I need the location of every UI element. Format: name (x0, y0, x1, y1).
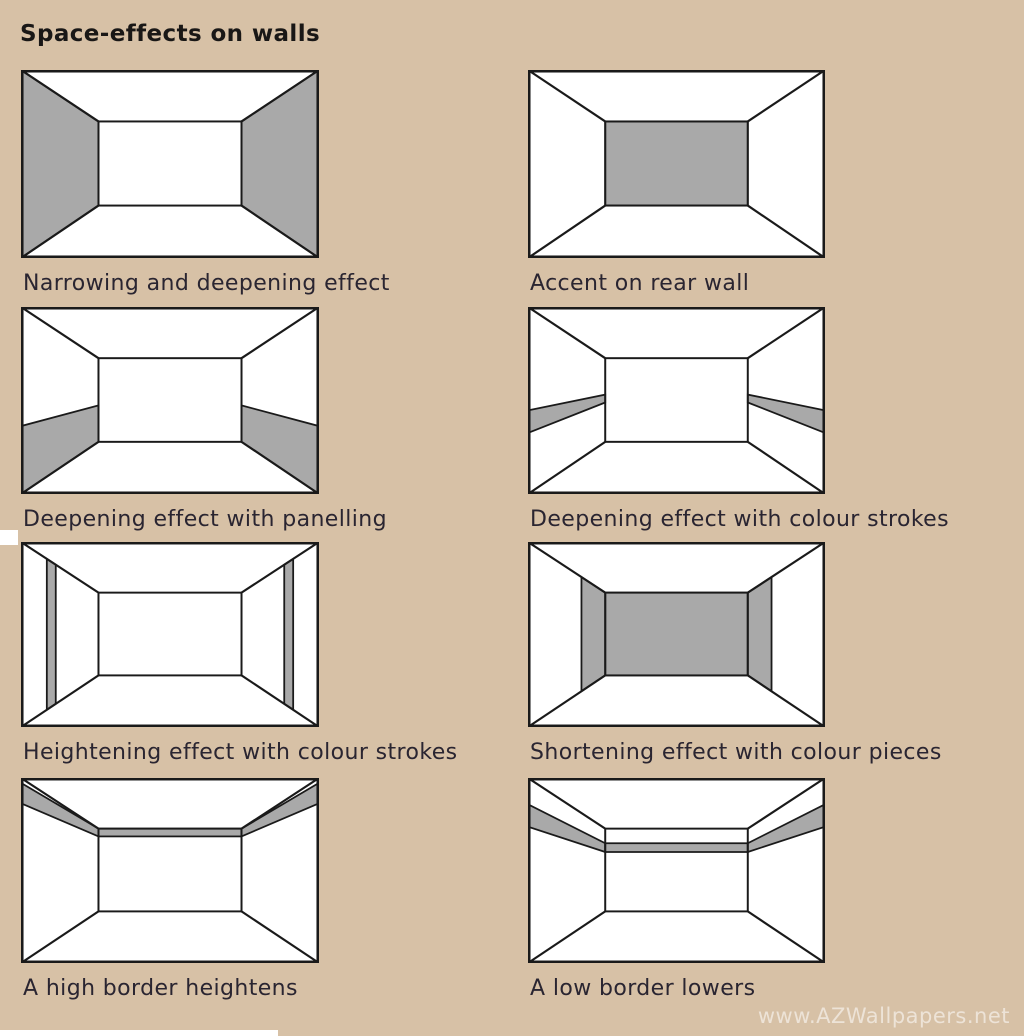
room-frame (21, 778, 319, 963)
diagram-caption: A low border lowers (530, 976, 756, 1001)
room-drawing-high-border (21, 778, 319, 963)
rear-wall-low-border-shade (604, 842, 749, 853)
diagram-caption: Heightening effect with colour strokes (23, 740, 458, 765)
room-frame (528, 70, 825, 258)
rear-wall (97, 827, 243, 913)
rear-wall-shade (604, 120, 749, 207)
room-background (21, 778, 319, 963)
room-drawing-accent-rear-wall (528, 70, 825, 258)
diagram-caption: Shortening effect with colour pieces (530, 740, 942, 765)
rear-wall (97, 591, 243, 677)
rear-wall-shade (604, 591, 749, 677)
left-wall-rear-piece-shade (580, 575, 607, 693)
room-diagram-accent-rear-wall: Accent on rear wall (528, 70, 825, 297)
rear-wall (604, 357, 749, 443)
watermark-text: www.AZWallpapers.net (757, 1004, 1010, 1028)
room-background (21, 542, 319, 727)
right-wall-vertical-stripe-shade (283, 557, 295, 712)
rear-wall (604, 591, 749, 677)
room-drawing-heightening-colour-strokes (21, 542, 319, 727)
room-diagram-narrowing-deepening: Narrowing and deepening effect (21, 70, 390, 297)
room-drawing-shortening-colour-pieces (528, 542, 825, 727)
left-edge-white-artifact (0, 530, 18, 545)
right-wall-rear-piece-shade (746, 575, 773, 693)
room-frame (528, 307, 825, 494)
rear-wall (604, 827, 749, 913)
diagram-caption: A high border heightens (23, 976, 298, 1001)
rear-wall (97, 357, 243, 443)
diagram-caption: Accent on rear wall (530, 271, 750, 296)
diagram-caption: Narrowing and deepening effect (23, 271, 390, 296)
room-background (21, 307, 319, 494)
room-frame (528, 778, 825, 963)
rear-wall (604, 120, 749, 207)
room-frame (528, 542, 825, 727)
room-diagram-heightening-colour-strokes: Heightening effect with colour strokes (21, 542, 458, 766)
room-diagram-low-border: A low border lowers (528, 778, 825, 1002)
room-diagram-deepening-colour-strokes: Deepening effect with colour strokes (528, 307, 949, 533)
room-diagram-high-border: A high border heightens (21, 778, 319, 1002)
diagram-caption: Deepening effect with colour strokes (530, 507, 949, 532)
room-diagram-shortening-colour-pieces: Shortening effect with colour pieces (528, 542, 942, 766)
room-drawing-narrowing-deepening (21, 70, 319, 258)
room-frame (21, 70, 319, 258)
room-frame (21, 542, 319, 727)
page-title: Space-effects on walls (20, 21, 321, 48)
rear-wall (97, 120, 243, 207)
bottom-left-white-strip-artifact (0, 1030, 278, 1036)
room-drawing-low-border (528, 778, 825, 963)
diagram-caption: Deepening effect with panelling (23, 507, 387, 532)
room-background (528, 778, 825, 963)
rear-wall-high-border-shade (97, 827, 243, 838)
room-drawing-deepening-colour-strokes (528, 307, 825, 494)
room-diagram-deepening-panelling: Deepening effect with panelling (21, 307, 387, 533)
room-frame (21, 307, 319, 494)
left-wall-vertical-stripe-shade (45, 557, 57, 712)
room-drawing-deepening-panelling (21, 307, 319, 494)
